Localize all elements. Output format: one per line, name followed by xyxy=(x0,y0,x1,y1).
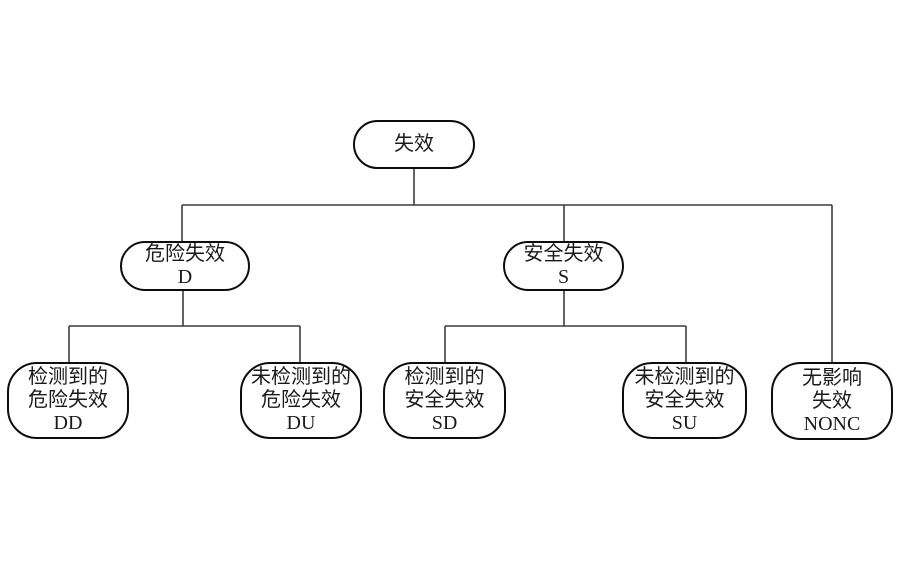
node-undetected-safe-failure: 未检测到的 安全失效 SU xyxy=(622,362,747,439)
node-su-code: SU xyxy=(671,412,698,434)
node-safe-failure: 安全失效 S xyxy=(503,241,624,291)
node-failure: 失效 xyxy=(353,120,475,169)
node-dd-code: DD xyxy=(53,412,83,434)
node-sd-label-line1: 检测到的 xyxy=(404,366,485,388)
node-detected-dangerous-failure: 检测到的 危险失效 DD xyxy=(7,362,129,439)
node-du-label-line1: 未检测到的 xyxy=(251,366,351,388)
node-du-label-line2: 危险失效 xyxy=(261,389,341,411)
node-nonc-code: NONC xyxy=(803,412,861,435)
node-dangerous-failure: 危险失效 D xyxy=(120,241,250,291)
node-dd-label-line2: 危险失效 xyxy=(28,389,108,411)
node-no-effect-failure: 无影响 失效 NONC xyxy=(771,362,893,440)
node-safe-failure-code: S xyxy=(557,266,570,288)
node-detected-safe-failure: 检测到的 安全失效 SD xyxy=(383,362,506,439)
node-failure-label: 失效 xyxy=(394,133,434,155)
node-nonc-label-line1: 无影响 xyxy=(802,366,862,389)
node-sd-label-line2: 安全失效 xyxy=(404,389,485,411)
node-safe-failure-label: 安全失效 xyxy=(523,243,604,265)
node-sd-code: SD xyxy=(431,412,458,434)
node-su-label-line1: 未检测到的 xyxy=(634,366,735,388)
node-du-code: DU xyxy=(286,412,316,434)
node-undetected-dangerous-failure: 未检测到的 危险失效 DU xyxy=(240,362,362,439)
node-dangerous-failure-code: D xyxy=(177,266,193,288)
node-dd-label-line1: 检测到的 xyxy=(28,366,108,388)
node-nonc-label-line2: 失效 xyxy=(812,389,852,412)
node-su-label-line2: 安全失效 xyxy=(644,389,725,411)
node-dangerous-failure-label: 危险失效 xyxy=(145,243,225,265)
